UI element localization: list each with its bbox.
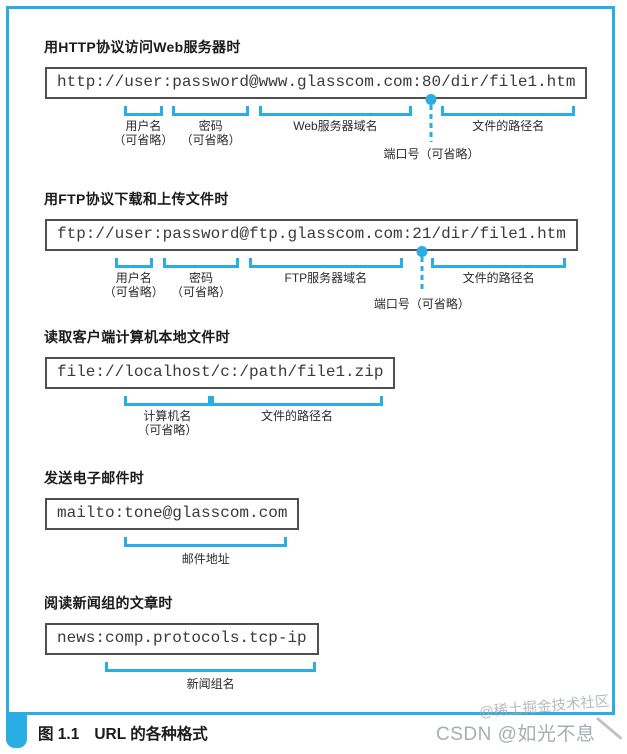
annotations: 邮件地址 (45, 530, 299, 580)
annotations: 用户名（可省略） 密码（可省略） Web服务器域名 文件的路径名 端口号（可省略… (45, 99, 587, 223)
section-heading: 用HTTP协议访问Web服务器时 (44, 39, 241, 55)
url-text: file://localhost/c:/path/file1.zip (45, 357, 396, 389)
port-dot (425, 94, 437, 105)
bracket-path (441, 106, 576, 116)
bracket-newsgroup (105, 662, 317, 672)
port-dot (416, 246, 428, 257)
url-text: news:comp.protocols.tcp-ip (45, 623, 319, 655)
url-format-section-file: 读取客户端计算机本地文件时 file://localhost/c:/path/f… (44, 327, 396, 461)
annotations: 用户名（可省略） 密码（可省略） FTP服务器域名 文件的路径名 端口号（可省略… (45, 251, 578, 371)
section-heading: 阅读新闻组的文章时 (44, 595, 173, 611)
url-box: http://user:password@www.glasscom.com:80… (45, 67, 588, 105)
port-dashed-line (420, 257, 424, 292)
bracket-label: Web服务器域名 (293, 119, 378, 133)
bracket-label: 密码（可省略） (171, 271, 232, 299)
bracket-password (172, 106, 250, 116)
annotations: 计算机名（可省略） 文件的路径名 (45, 389, 395, 461)
url-text: ftp://user:password@ftp.glasscom.com:21/… (45, 219, 578, 251)
bracket-label: 邮件地址 (181, 552, 230, 566)
bracket-username (124, 106, 163, 116)
bracket-label: FTP服务器域名 (284, 271, 368, 285)
url-box: news:comp.protocols.tcp-ip (45, 623, 319, 655)
bracket-label: 用户名（可省略） (103, 271, 164, 299)
port-label: 端口号（可省略） (373, 297, 470, 311)
bracket-label: 文件的路径名 (261, 409, 334, 423)
section-heading: 用FTP协议下载和上传文件时 (44, 191, 229, 207)
annotations: 新闻组名 (45, 655, 319, 705)
bracket-path (431, 258, 566, 268)
section-heading: 发送电子邮件时 (44, 470, 145, 486)
url-box: mailto:tone@glasscom.com (45, 498, 300, 530)
bracket-label: 计算机名（可省略） (137, 409, 198, 437)
url-format-section-ftp: 用FTP协议下载和上传文件时 ftp://user:password@ftp.g… (44, 189, 578, 371)
watermark-primary: CSDN @如光不息 (436, 724, 596, 745)
url-box: file://localhost/c:/path/file1.zip (45, 357, 396, 389)
section-heading: 读取客户端计算机本地文件时 (44, 329, 230, 345)
bracket-mail-address (124, 537, 288, 547)
bracket-domain (249, 258, 403, 268)
caption-tab (6, 712, 27, 748)
url-box: ftp://user:password@ftp.glasscom.com:21/… (45, 219, 578, 257)
caption-title: URL 的各种格式 (94, 726, 208, 743)
url-text: http://user:password@www.glasscom.com:80… (45, 67, 588, 99)
bracket-label: 文件的路径名 (472, 119, 545, 133)
url-format-section-http: 用HTTP协议访问Web服务器时 http://user:password@ww… (44, 37, 588, 223)
bracket-label: 密码（可省略） (180, 119, 241, 147)
bracket-label: 新闻组名 (186, 677, 235, 691)
bracket-hostname (124, 396, 211, 406)
caption-number: 图 1.1 (38, 726, 80, 743)
url-format-section-mailto: 发送电子邮件时 mailto:tone@glasscom.com 邮件地址 (44, 468, 300, 580)
bracket-label: 用户名（可省略） (113, 119, 174, 147)
watermark-stroke (596, 717, 623, 740)
url-format-section-news: 阅读新闻组的文章时 news:comp.protocols.tcp-ip 新闻组… (44, 593, 319, 705)
bracket-domain (258, 106, 413, 116)
bracket-password (162, 258, 240, 268)
url-text: mailto:tone@glasscom.com (45, 498, 300, 530)
figure-caption: 图 1.1 URL 的各种格式 (38, 722, 208, 744)
port-label: 端口号（可省略） (383, 147, 480, 161)
bracket-username (114, 258, 154, 268)
port-dashed-line (429, 105, 433, 142)
bracket-label: 文件的路径名 (462, 271, 535, 285)
bracket-path (210, 396, 384, 406)
